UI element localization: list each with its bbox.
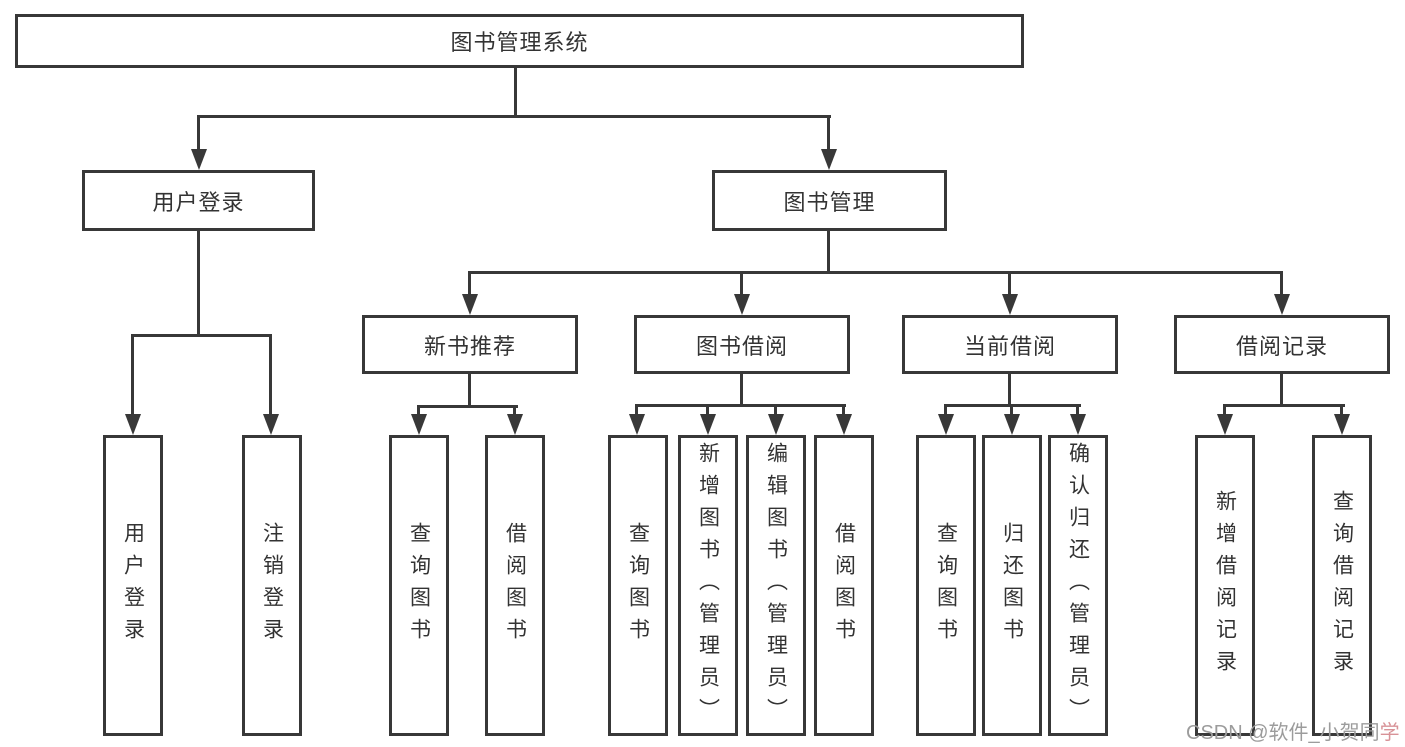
connector-drop-login [197,117,200,151]
node-new-book-recommend-label: 新书推荐 [423,333,516,359]
node-borrow-records-label: 借阅记录 [1235,333,1328,359]
leaf-records-query-record-label: 查询借阅记录 [1330,489,1354,682]
connector-manage-stem [827,231,830,273]
connector-drop-newbook [468,273,471,296]
connector-records-stem [1280,374,1283,407]
arrow-down-icon [1002,294,1018,315]
leaf-current-confirm-return-admin-label: 确认归还（管理员） [1066,441,1090,730]
connector-newbook-crossbar [417,405,518,408]
connector-drop [842,406,845,416]
connector-root-stem [514,68,517,117]
leaf-current-query-book: 查询图书 [916,435,976,736]
leaf-borrow-query-book: 查询图书 [608,435,668,736]
connector-current-crossbar [944,404,1081,407]
connector-drop-records [1280,273,1283,296]
connector-newbook-stem [468,374,471,407]
leaf-newbook-borrow-book-label: 借阅图书 [503,521,527,650]
leaf-borrow-query-book-label: 查询图书 [626,521,650,650]
node-root-system: 图书管理系统 [15,14,1024,68]
connector-drop-current [1008,273,1011,296]
leaf-user-login: 用户登录 [103,435,163,736]
node-root-system-label: 图书管理系统 [450,30,589,55]
arrow-down-icon [1217,414,1233,435]
leaf-newbook-borrow-book: 借阅图书 [485,435,545,736]
node-new-book-recommend: 新书推荐 [362,315,578,374]
node-borrow-records: 借阅记录 [1174,315,1390,374]
csdn-watermark: CSDN @软件_小贺同学 [1186,716,1400,745]
arrow-down-icon [462,294,478,315]
connector-borrow-stem [740,374,743,407]
csdn-watermark-accent: 学 [1379,722,1400,744]
connector-drop [1076,406,1079,416]
leaf-borrow-edit-book-admin: 编辑图书（管理员） [746,435,806,736]
leaf-current-query-book-label: 查询图书 [934,521,958,650]
node-book-manage-branch: 图书管理 [712,170,947,231]
arrow-down-icon [1274,294,1290,315]
arrow-down-icon [125,414,141,435]
connector-drop-login-leaf2 [269,336,272,415]
leaf-current-return-book-label: 归还图书 [1000,521,1024,650]
leaf-borrow-edit-book-admin-label: 编辑图书（管理员） [764,441,788,730]
arrow-down-icon [507,414,523,435]
leaf-newbook-query-book: 查询图书 [389,435,449,736]
leaf-records-add-record-label: 新增借阅记录 [1213,489,1237,682]
csdn-watermark-text: CSDN @软件_小贺同 [1186,722,1380,744]
connector-drop [774,406,777,416]
connector-drop-login-leaf1 [131,336,134,415]
connector-drop [706,406,709,416]
leaf-borrow-add-book-admin-label: 新增图书（管理员） [696,441,720,730]
node-user-login-branch-label: 用户登录 [152,189,245,215]
connector-drop [1010,406,1013,416]
arrow-down-icon [1070,414,1086,435]
node-current-borrow: 当前借阅 [902,315,1118,374]
arrow-down-icon [734,294,750,315]
arrow-down-icon [768,414,784,435]
connector-drop [635,406,638,416]
arrow-down-icon [700,414,716,435]
connector-drop [1340,406,1343,416]
leaf-logout-label: 注销登录 [260,521,284,650]
leaf-borrow-add-book-admin: 新增图书（管理员） [678,435,738,736]
arrow-down-icon [629,414,645,435]
connector-drop [944,406,947,416]
connector-root-crossbar [197,115,831,118]
node-current-borrow-label: 当前借阅 [963,333,1056,359]
arrow-down-icon [191,149,207,170]
arrow-down-icon [1004,414,1020,435]
leaf-logout: 注销登录 [242,435,302,736]
arrow-down-icon [836,414,852,435]
node-book-manage-branch-label: 图书管理 [783,189,876,215]
node-user-login-branch: 用户登录 [82,170,315,231]
arrow-down-icon [938,414,954,435]
connector-drop-manage [827,117,830,151]
leaf-current-confirm-return-admin: 确认归还（管理员） [1048,435,1108,736]
connector-current-stem [1008,374,1011,407]
connector-login-crossbar [131,334,272,337]
connector-drop-borrow [740,273,743,296]
arrow-down-icon [263,414,279,435]
connector-drop [513,407,516,416]
connector-drop [417,407,420,416]
arrow-down-icon [411,414,427,435]
arrow-down-icon [821,149,837,170]
leaf-current-return-book: 归还图书 [982,435,1042,736]
leaf-borrow-borrow-book: 借阅图书 [814,435,874,736]
connector-drop [1223,406,1226,416]
connector-borrow-crossbar [635,404,846,407]
leaf-records-query-record: 查询借阅记录 [1312,435,1372,736]
node-book-borrow-label: 图书借阅 [695,333,788,359]
leaf-records-add-record: 新增借阅记录 [1195,435,1255,736]
connector-records-crossbar [1223,404,1345,407]
leaf-newbook-query-book-label: 查询图书 [407,521,431,650]
connector-login-stem [197,231,200,336]
node-book-borrow: 图书借阅 [634,315,850,374]
connector-manage-crossbar [468,271,1283,274]
leaf-borrow-borrow-book-label: 借阅图书 [832,521,856,650]
leaf-user-login-label: 用户登录 [121,521,145,650]
arrow-down-icon [1334,414,1350,435]
